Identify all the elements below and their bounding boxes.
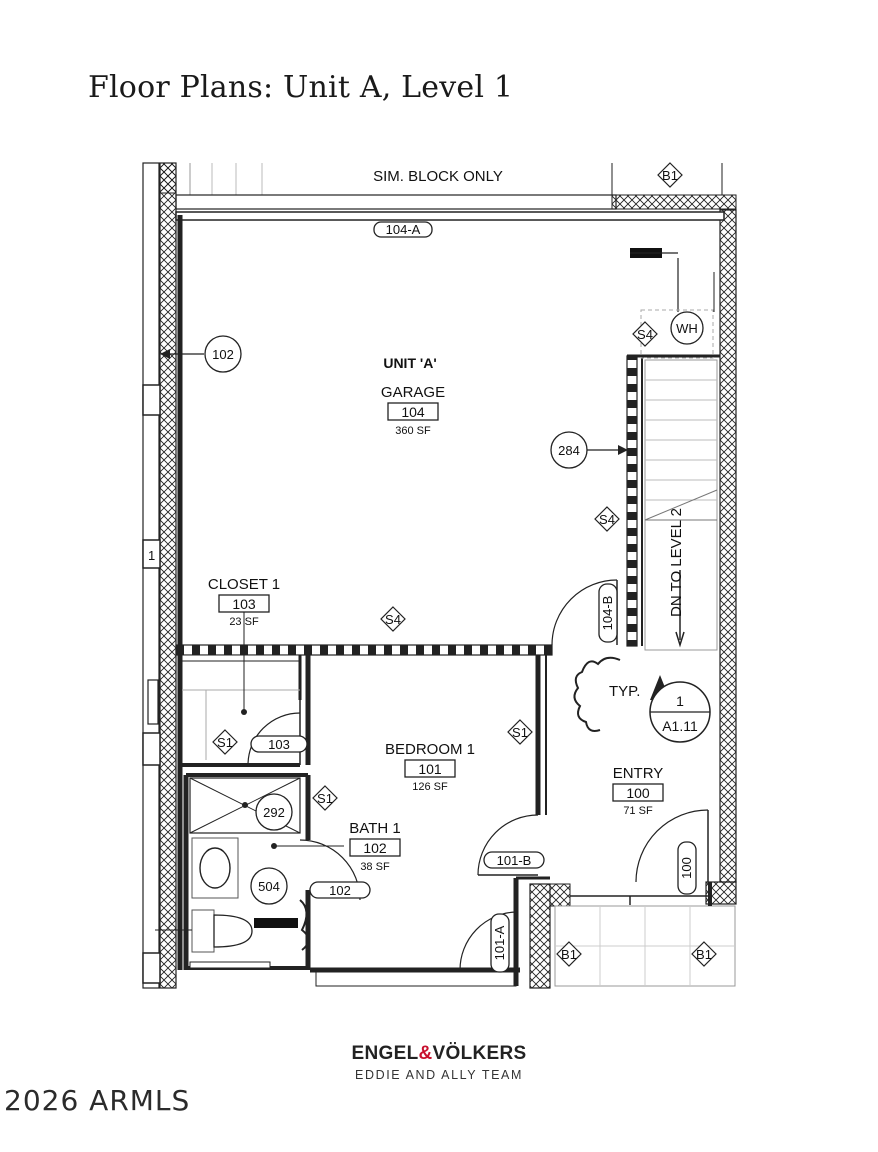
svg-text:504: 504: [258, 879, 280, 894]
closet-bath-walls: [155, 654, 311, 970]
room-closet: CLOSET 1 103 23 SF: [208, 576, 280, 628]
svg-text:S4: S4: [599, 512, 615, 527]
brand-team: EDDIE AND ALLY TEAM: [355, 1068, 523, 1082]
left-exterior-wall: 1: [142, 162, 177, 989]
typ-note: TYP.: [609, 683, 640, 700]
leader-lines: [160, 349, 628, 849]
door-tag-101a: 101-A: [490, 913, 510, 973]
svg-text:104: 104: [401, 404, 425, 420]
room-entry: ENTRY 100 71 SF: [612, 765, 664, 817]
right-exterior-wall: [705, 209, 737, 905]
svg-text:GARAGE: GARAGE: [381, 384, 445, 401]
svg-text:71 SF: 71 SF: [623, 805, 653, 817]
svg-text:S1: S1: [512, 725, 528, 740]
svg-text:101: 101: [418, 761, 442, 777]
svg-text:CLOSET 1: CLOSET 1: [208, 576, 280, 593]
circle-tag-504: 504: [250, 867, 288, 905]
brand-name: ENGEL&VÖLKERS: [351, 1043, 527, 1064]
svg-text:101-B: 101-B: [497, 853, 532, 868]
diamond-tag-s4-a: S4: [632, 321, 658, 347]
svg-text:126 SF: 126 SF: [412, 781, 448, 793]
svg-text:B1: B1: [696, 947, 712, 962]
svg-text:284: 284: [558, 443, 580, 458]
svg-text:101-A: 101-A: [492, 925, 507, 960]
svg-text:104-A: 104-A: [386, 222, 421, 237]
door-tag-103: 103: [250, 735, 308, 753]
sim-block-note: SIM. BLOCK ONLY: [373, 168, 503, 185]
door-swings: [247, 579, 709, 971]
door-tag-104b: 104-B: [598, 583, 618, 643]
edge-tag: 1: [148, 548, 155, 563]
door-tag-100: 100: [677, 841, 697, 895]
svg-text:103: 103: [268, 737, 290, 752]
svg-text:A1.11: A1.11: [662, 718, 698, 734]
copyright-notice: 2026 ARMLS: [4, 1084, 191, 1117]
svg-text:S1: S1: [317, 791, 333, 806]
diamond-tag-s1-a: S1: [212, 729, 238, 755]
diamond-tag-s1-c: S1: [507, 719, 533, 745]
svg-text:BATH 1: BATH 1: [349, 820, 400, 837]
svg-text:104-B: 104-B: [600, 596, 615, 631]
svg-text:100: 100: [626, 785, 650, 801]
water-heater-tag: WH: [670, 311, 704, 345]
svg-text:102: 102: [212, 347, 234, 362]
room-bath: BATH 1 102 38 SF: [349, 820, 400, 873]
svg-text:23 SF: 23 SF: [229, 616, 259, 628]
diamond-tag-b1-left: B1: [556, 941, 582, 967]
svg-text:102: 102: [363, 840, 387, 856]
diamond-tag-b1-top: B1: [657, 162, 683, 188]
diamond-tag-s1-b: S1: [312, 785, 338, 811]
svg-text:BEDROOM 1: BEDROOM 1: [385, 741, 475, 758]
svg-text:S4: S4: [385, 612, 401, 627]
section-marker: 1 A1.11 TYP.: [609, 675, 711, 743]
circle-tag-102: 102: [204, 335, 242, 373]
svg-text:S1: S1: [217, 735, 233, 750]
svg-text:102: 102: [329, 883, 351, 898]
svg-text:100: 100: [679, 857, 694, 879]
unit-label: UNIT 'A': [383, 355, 436, 371]
svg-text:292: 292: [263, 805, 285, 820]
door-tag-104a: 104-A: [373, 221, 433, 238]
circle-tag-292: 292: [255, 793, 293, 831]
circle-tag-284: 284: [550, 431, 588, 469]
diamond-tag-s4-c: S4: [380, 606, 406, 632]
page-title: Floor Plans: Unit A, Level 1: [88, 70, 514, 105]
svg-text:WH: WH: [676, 321, 698, 336]
svg-text:S4: S4: [637, 327, 653, 342]
diamond-tag-s4-b: S4: [594, 506, 620, 532]
svg-text:38 SF: 38 SF: [360, 861, 390, 873]
diamond-tag-b1-right: B1: [691, 941, 717, 967]
svg-text:B1: B1: [662, 168, 678, 183]
stair: DN TO LEVEL 2: [640, 309, 718, 651]
stair-note: DN TO LEVEL 2: [668, 508, 685, 617]
svg-text:1: 1: [676, 693, 684, 709]
room-garage: GARAGE 104 360 SF: [381, 384, 445, 437]
room-bedroom: BEDROOM 1 101 126 SF: [385, 741, 475, 793]
svg-text:ENTRY: ENTRY: [613, 765, 664, 782]
garage-walls: [175, 211, 725, 970]
brand-logo: ENGEL&VÖLKERS EDDIE AND ALLY TEAM: [310, 1043, 568, 1082]
svg-text:103: 103: [232, 596, 256, 612]
door-tag-101b: 101-B: [483, 851, 545, 869]
svg-text:360 SF: 360 SF: [395, 425, 431, 437]
door-tag-102: 102: [309, 881, 371, 899]
svg-text:B1: B1: [561, 947, 577, 962]
